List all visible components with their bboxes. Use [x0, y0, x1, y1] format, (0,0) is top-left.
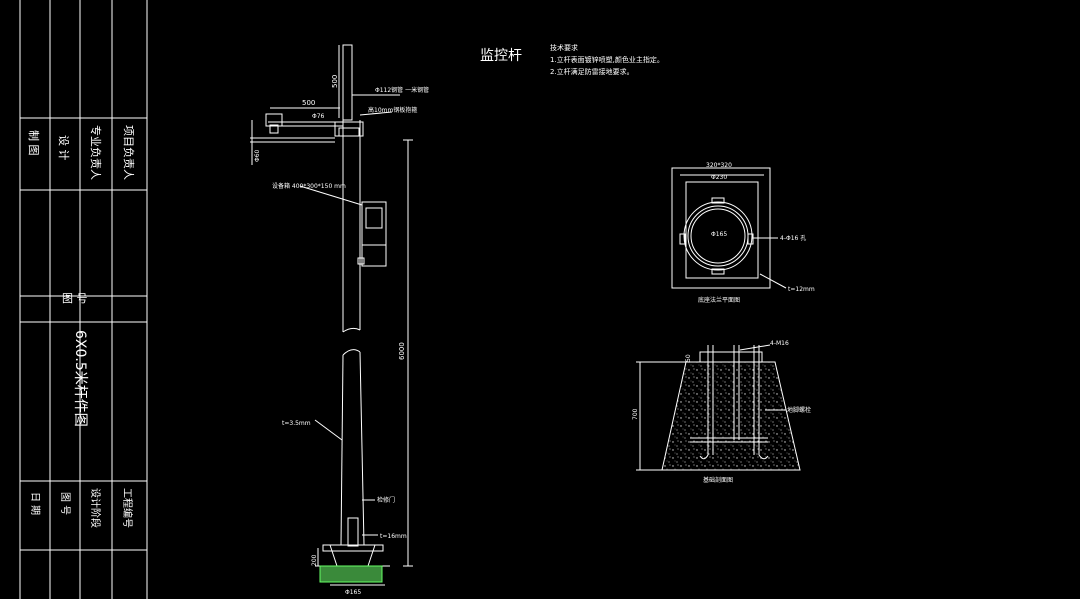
project-leader-text: 项目负责人	[122, 125, 136, 180]
design-stage-text: 设计阶段	[89, 488, 102, 528]
pole-dim-base: 200	[311, 554, 318, 566]
pole-dim-arm-dia: Φ76	[312, 113, 325, 120]
pole-label-door: 检修门	[377, 496, 395, 504]
flange-caption: 底座法兰平面图	[698, 296, 740, 304]
tech-req-1: 1.立杆表面镀锌喷塑,颜色业主指定。	[550, 55, 664, 64]
pole-label-cabinet: 设备箱 400*300*150 mm	[272, 182, 346, 190]
pole-dim-arm-drop: Φ60	[254, 149, 261, 162]
pole-label-clamp: 高10mm钢板抱箍	[368, 106, 417, 114]
engineering-no-text: 工程编号	[121, 488, 134, 528]
flange-label-bolt: 4-Φ16 孔	[780, 234, 806, 242]
pole-label-thickness: t=3.5mm	[282, 420, 311, 427]
pole-dim-bottom: Φ165	[345, 589, 361, 596]
drawing-name-text: 6X0.5米杆件图	[72, 330, 88, 427]
flange-plan-view	[671, 167, 787, 289]
drawing-text: 制 图	[27, 130, 40, 156]
foundation-section	[636, 344, 801, 471]
pole-elevation	[250, 44, 413, 586]
drawing-no-label: 图 号	[62, 292, 88, 305]
flange-dim-outer: 320*320	[706, 162, 732, 169]
flange-label-plate: t=12mm	[788, 286, 815, 293]
title-block	[19, 0, 148, 599]
foundation-label-bolt: 4-M16	[770, 340, 789, 347]
drawing-heading: 监控杆	[480, 48, 522, 64]
foundation-label-rebar: 地脚螺栓	[787, 406, 811, 414]
flange-dim-center: Φ165	[711, 231, 727, 238]
foundation-dim-top: 50	[685, 354, 692, 362]
professional-leader-text: 专业负责人	[89, 125, 103, 180]
pole-label-plate: t=16mm	[380, 533, 407, 540]
tech-req-2: 2.立杆满足防雷接地要求。	[550, 67, 634, 76]
foundation-dim-depth: 700	[632, 408, 639, 420]
design-text: 设 计	[57, 135, 70, 161]
pole-label-top-pipe: Φ112钢管 一米钢管	[375, 86, 429, 94]
drawing-no-text: 图 号	[59, 492, 71, 515]
date-text: 日 期	[29, 492, 41, 515]
pole-dim-arm: 500	[302, 99, 315, 107]
flange-dim-inner: Φ230	[711, 174, 727, 181]
pole-dim-height: 6000	[398, 342, 406, 360]
pole-base-foundation	[319, 565, 383, 583]
pole-dim-top: 500	[331, 75, 339, 88]
tech-req-title: 技术要求	[550, 43, 578, 52]
foundation-caption: 基础剖面图	[703, 476, 733, 484]
